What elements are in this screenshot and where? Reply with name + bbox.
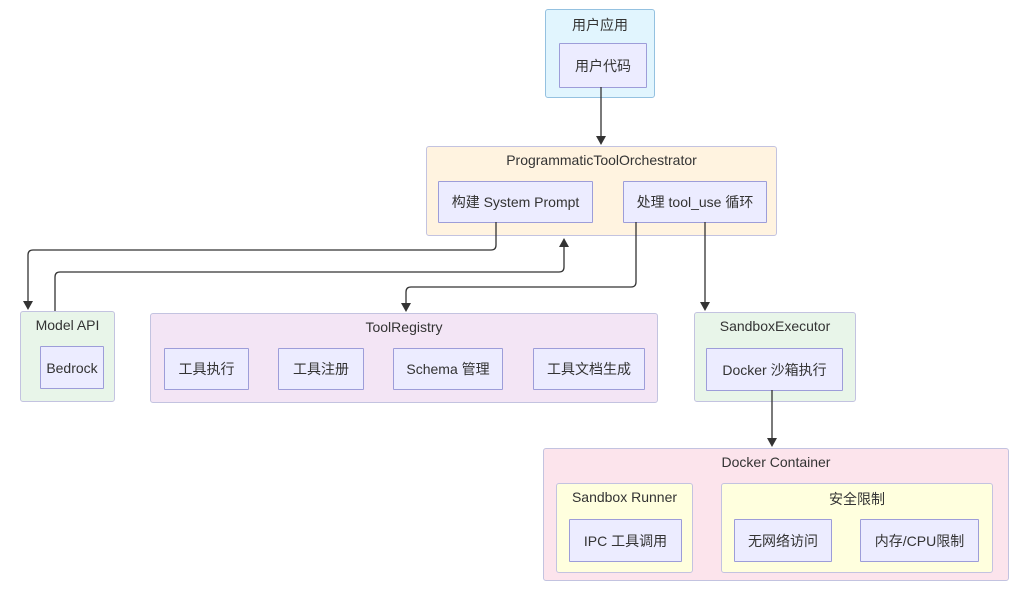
node-tool-use-loop: 处理 tool_use 循环 [623, 181, 767, 223]
node-build-system-prompt: 构建 System Prompt [438, 181, 593, 223]
cluster-tool-registry-title: ToolRegistry [365, 319, 443, 335]
edge-build-prompt-to-model-api [23, 222, 497, 310]
cluster-sandbox-executor-title: SandboxExecutor [719, 318, 831, 334]
cluster-tool-registry: ToolRegistry 工具执行 工具注册 Schema 管理 工具文档生成 [150, 313, 658, 403]
cluster-sandbox-runner: Sandbox Runner IPC 工具调用 [556, 483, 693, 573]
cluster-user-app-title: 用户应用 [572, 17, 628, 33]
node-ipc-tool-call: IPC 工具调用 [569, 519, 682, 562]
cluster-model-api-title: Model API [35, 317, 100, 333]
cluster-user-app: 用户应用 用户代码 [545, 9, 655, 98]
node-tool-docs: 工具文档生成 [533, 348, 645, 390]
cluster-security-limits: 安全限制 无网络访问 内存/CPU限制 [721, 483, 993, 573]
cluster-orchestrator-title: ProgrammaticToolOrchestrator [506, 152, 697, 168]
cluster-model-api: Model API Bedrock [20, 311, 115, 402]
node-docker-exec: Docker 沙箱执行 [706, 348, 843, 391]
node-bedrock: Bedrock [40, 346, 104, 389]
cluster-security-limits-title: 安全限制 [829, 491, 885, 507]
cluster-sandbox-executor: SandboxExecutor Docker 沙箱执行 [694, 312, 856, 402]
cluster-docker-container: Docker Container Sandbox Runner IPC 工具调用… [543, 448, 1009, 581]
cluster-sandbox-runner-title: Sandbox Runner [571, 489, 678, 505]
node-tool-register: 工具注册 [278, 348, 364, 390]
node-no-network: 无网络访问 [734, 519, 832, 562]
cluster-orchestrator: ProgrammaticToolOrchestrator 构建 System P… [426, 146, 777, 236]
node-user-code: 用户代码 [559, 43, 647, 88]
node-schema-mgmt: Schema 管理 [393, 348, 503, 390]
cluster-docker-container-title: Docker Container [721, 454, 831, 470]
node-mem-cpu-limit: 内存/CPU限制 [860, 519, 979, 562]
node-tool-exec: 工具执行 [164, 348, 249, 390]
edge-model-api-to-orchestrator [54, 238, 569, 311]
